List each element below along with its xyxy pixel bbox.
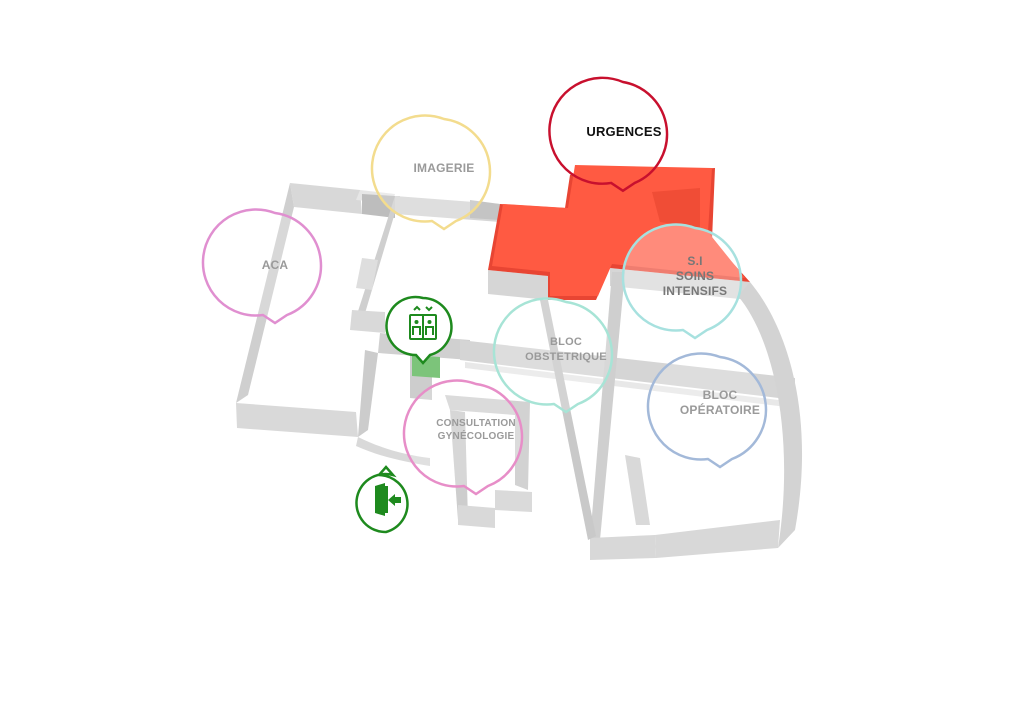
elevator-icon <box>409 305 437 340</box>
elevator-floor <box>412 355 440 378</box>
pin-imagerie[interactable]: IMAGERIE <box>370 114 498 231</box>
pin-label: URGENCES <box>586 124 662 139</box>
pin-label: BLOC OPÉRATOIRE <box>679 388 761 417</box>
pin-bloc-operatoire[interactable]: BLOC OPÉRATOIRE <box>646 352 774 469</box>
pin-entrance[interactable] <box>355 465 417 534</box>
wall <box>488 270 548 300</box>
wall <box>495 490 532 512</box>
wall-segments <box>236 183 803 560</box>
wall <box>460 340 795 400</box>
wall <box>445 395 530 490</box>
wall <box>655 520 780 558</box>
pin-consultation-gynecologie[interactable]: CONSULTATION GYNÉCOLOGIE <box>402 379 530 496</box>
wall <box>540 300 596 540</box>
wall <box>625 455 650 525</box>
pin-aca[interactable]: ACA <box>201 208 329 325</box>
wall <box>590 535 656 560</box>
urgences-inner-shade <box>652 188 700 228</box>
wall <box>362 194 395 218</box>
wall <box>458 505 495 528</box>
wall <box>356 258 378 290</box>
wall <box>610 268 750 300</box>
urgences-area[interactable] <box>488 165 750 300</box>
pin-soins-intensifs[interactable]: S.I SOINS INTENSIFS <box>621 223 749 340</box>
wall <box>236 403 358 437</box>
pin-elevator[interactable] <box>385 295 454 365</box>
pin-urgences[interactable]: URGENCES <box>548 76 678 193</box>
entrance-door-icon <box>375 483 401 516</box>
wall <box>590 272 625 540</box>
pin-label: BLOC OBSTETRIQUE <box>525 336 607 363</box>
pin-label: IMAGERIE <box>413 161 475 175</box>
wall <box>350 310 385 333</box>
pin-label: CONSULTATION GYNÉCOLOGIE <box>436 418 516 442</box>
pin-bloc-obstetrique[interactable]: BLOC OBSTETRIQUE <box>492 297 620 414</box>
wall <box>290 183 362 214</box>
wall <box>236 183 294 403</box>
pin-label: S.I SOINS INTENSIFS <box>662 254 728 298</box>
wall <box>465 362 795 408</box>
wall <box>450 410 468 520</box>
pin-label: ACA <box>261 258 289 272</box>
wall <box>738 282 803 548</box>
wall <box>358 350 378 437</box>
